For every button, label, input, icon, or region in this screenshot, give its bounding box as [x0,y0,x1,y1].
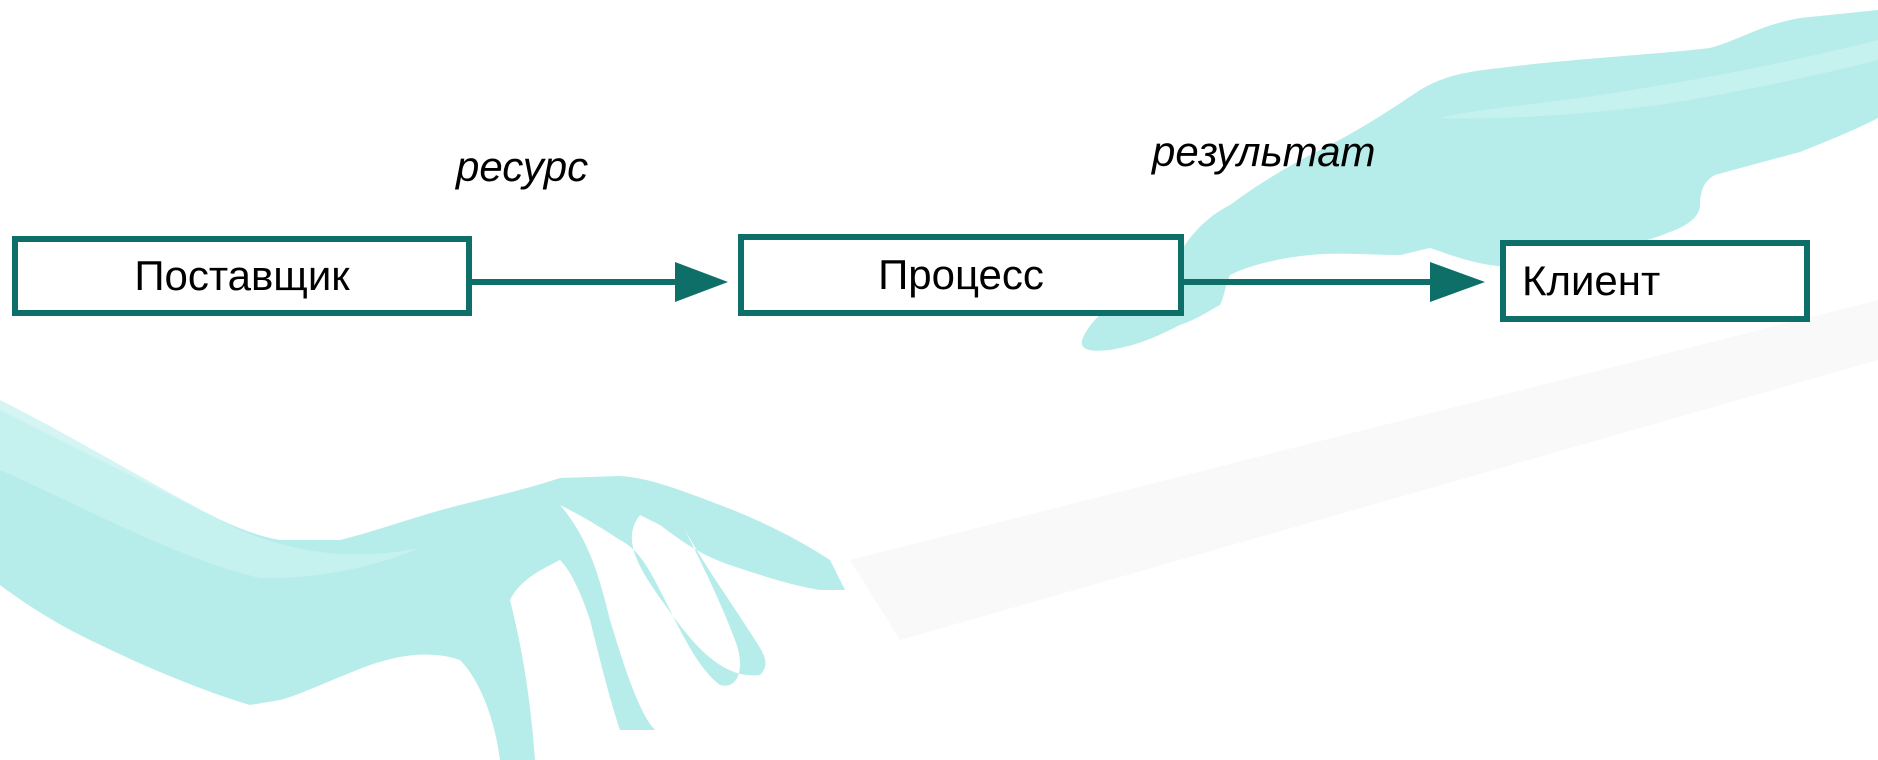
arrow-supplier-to-process [470,262,728,302]
node-supplier: Поставщик [12,236,472,316]
node-process: Процесс [738,234,1184,316]
left-hand-shape [0,410,845,760]
right-hand-highlight [1440,40,1878,119]
node-supplier-label: Поставщик [134,252,350,299]
node-client: Клиент [1500,240,1810,322]
node-client-label: Клиент [1522,257,1661,304]
node-process-label: Процесс [878,251,1044,298]
edge-label-result: результат [1152,128,1376,175]
left-hand-highlight [0,400,420,579]
edge-label-resource: ресурс [456,143,589,190]
arrow-process-to-client [1182,262,1485,302]
